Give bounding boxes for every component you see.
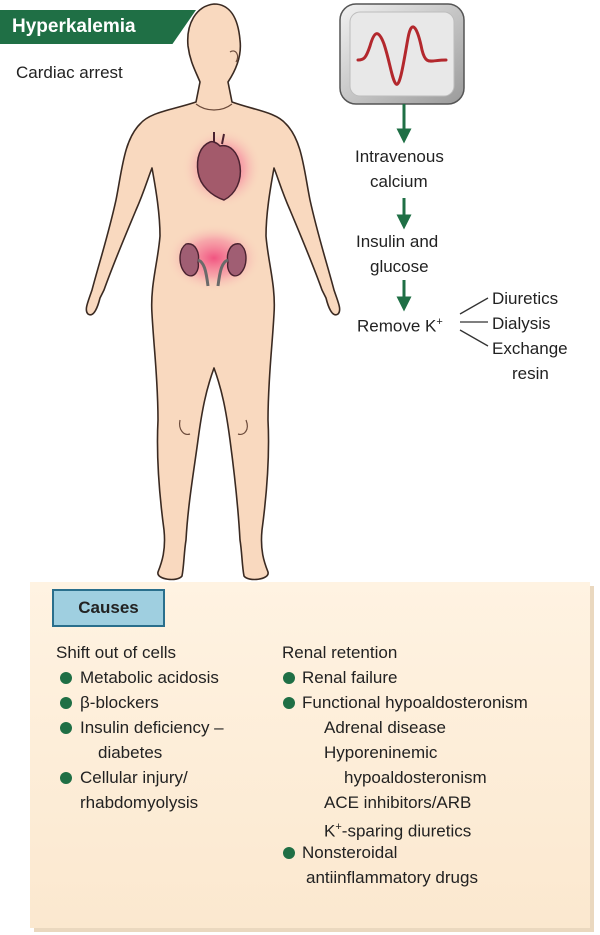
remove-option-exchange: Exchange	[492, 339, 568, 358]
renal-item-nonsteroidal: Nonsteroidal	[302, 843, 398, 862]
bullet-icon	[283, 672, 295, 684]
k-sparing-prefix: K	[324, 821, 336, 841]
renal-subitem-k-sparing: K+-sparing diuretics	[324, 815, 471, 844]
renal-item-functional-hypoaldosteronism: Functional hypoaldosteronism	[302, 693, 528, 712]
shift-heading: Shift out of cells	[56, 643, 177, 662]
shift-item-metabolic-acidosis: Metabolic acidosis	[80, 668, 219, 687]
treatment-step-2a: Insulin and	[356, 232, 439, 251]
renal-subitem-hypoaldosteronism: hypoaldosteronism	[344, 768, 487, 787]
renal-heading: Renal retention	[282, 643, 398, 662]
bullet-icon	[60, 697, 72, 709]
branch-exchange	[459, 329, 489, 347]
k-sparing-superscript: +	[335, 821, 342, 833]
effect-label: Cardiac arrest	[16, 63, 123, 82]
k-sparing-label: -sparing diuretics	[341, 821, 472, 841]
remove-k-superscript: +	[436, 316, 443, 328]
branch-diuretics	[459, 297, 489, 315]
causes-header: Causes	[52, 589, 165, 627]
bullet-icon	[60, 772, 72, 784]
treatment-remove-k: Remove K+	[357, 310, 443, 339]
renal-item-antiinflammatory-drugs: antiinflammatory drugs	[306, 868, 478, 887]
kidney-icon	[179, 243, 247, 277]
renal-subitem-adrenal-disease: Adrenal disease	[324, 718, 446, 737]
causes-panel	[30, 582, 590, 928]
renal-item-renal-failure: Renal failure	[302, 668, 398, 687]
renal-subitem-hyporeninemic: Hyporeninemic	[324, 743, 438, 762]
remove-k-label: Remove K	[357, 316, 437, 336]
bullet-icon	[60, 672, 72, 684]
renal-subitem-ace-inhibitors: ACE inhibitors/ARB	[324, 793, 472, 812]
remove-option-resin: resin	[512, 364, 549, 383]
bullet-icon	[283, 847, 295, 859]
title-banner: Hyperkalemia	[0, 10, 196, 44]
shift-item-beta-blockers: β-blockers	[80, 693, 159, 712]
ecg-monitor-icon	[339, 3, 465, 105]
shift-item-insulin-deficiency: Insulin deficiency –	[80, 718, 224, 737]
remove-option-diuretics: Diuretics	[492, 289, 559, 308]
shift-item-rhabdomyolysis: rhabdomyolysis	[80, 793, 199, 812]
shift-item-cellular-injury: Cellular injury/	[80, 768, 188, 787]
treatment-step-2b: glucose	[370, 257, 429, 276]
heart-icon	[196, 132, 242, 201]
bullet-icon	[60, 722, 72, 734]
treatment-step-1a: Intravenous	[355, 147, 444, 166]
shift-item-diabetes: diabetes	[98, 743, 163, 762]
remove-option-dialysis: Dialysis	[492, 314, 551, 333]
treatment-step-1b: calcium	[370, 172, 428, 191]
bullet-icon	[283, 697, 295, 709]
